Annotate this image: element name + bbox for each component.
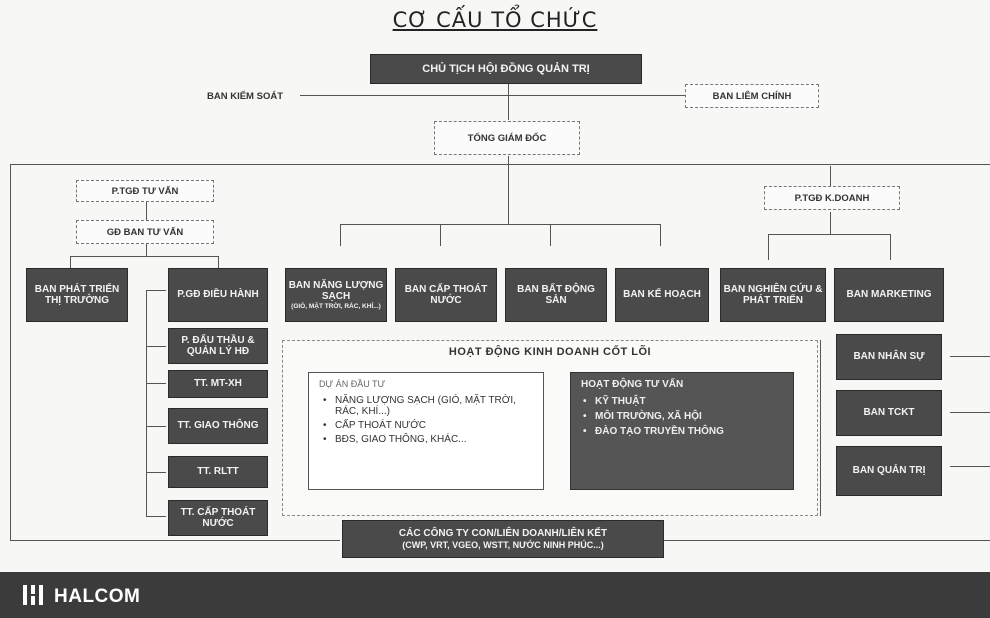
- connector-line: [70, 256, 218, 257]
- brand-name: HALCOM: [54, 586, 141, 607]
- consulting-item: MÔI TRƯỜNG, XÃ HỘI: [583, 411, 783, 422]
- connector-line: [300, 95, 685, 96]
- core-business-title: HOẠT ĐỘNG KINH DOANH CỐT LÕI: [448, 346, 652, 358]
- connector-line: [550, 224, 551, 246]
- connector-line: [10, 540, 340, 541]
- water-board-box: BAN CẤP THOÁT NƯỚC: [395, 268, 497, 322]
- connector-line: [664, 540, 990, 541]
- connector-line: [146, 200, 147, 220]
- clean-energy-label: BAN NĂNG LƯỢNG SẠCH: [288, 279, 384, 303]
- investment-item: CẤP THOÁT NƯỚC: [323, 420, 533, 431]
- deputy-consulting-box: P.TGĐ TƯ VẤN: [76, 180, 214, 202]
- deputy-business-box: P.TGĐ K.DOANH: [764, 186, 900, 210]
- env-center-box: TT. MT-XH: [168, 370, 268, 398]
- connector-line: [10, 164, 11, 540]
- connector-line: [340, 224, 660, 225]
- clean-energy-box: BAN NĂNG LƯỢNG SẠCH (GIÓ, MẶT TRỜI, RÁC,…: [285, 268, 387, 322]
- traffic-center-box: TT. GIAO THÔNG: [168, 408, 268, 444]
- investment-item: NĂNG LƯỢNG SẠCH (GIÓ, MẶT TRỜI, RÁC, KHÍ…: [323, 395, 533, 417]
- finance-box: BAN TCKT: [836, 390, 942, 436]
- market-development-box: BAN PHÁT TRIỂN THỊ TRƯỜNG: [26, 268, 128, 322]
- supervisory-board: BAN KIỂM SOÁT: [207, 90, 283, 102]
- page-title: CƠ CẤU TỔ CHỨC: [392, 8, 598, 32]
- connector-line: [768, 234, 769, 260]
- marketing-box: BAN MARKETING: [834, 268, 944, 322]
- connector-line: [340, 224, 341, 246]
- hr-box: BAN NHÂN SỰ: [836, 334, 942, 380]
- connector-line: [508, 80, 509, 120]
- connector-line: [660, 224, 661, 246]
- connector-line: [830, 212, 831, 234]
- consulting-activities-box: HOẠT ĐỘNG TƯ VẤN KỸ THUẬT MÔI TRƯỜNG, XÃ…: [570, 372, 794, 490]
- compliance-board: BAN LIÊM CHÍNH: [685, 84, 819, 108]
- connector-line: [70, 256, 71, 268]
- connector-line: [146, 426, 166, 427]
- connector-line: [146, 472, 166, 473]
- halcom-logo-icon: [22, 583, 44, 607]
- consulting-item: ĐÀO TẠO TRUYỀN THÔNG: [583, 426, 783, 437]
- connector-line: [508, 156, 509, 224]
- rltt-center-box: TT. RLTT: [168, 456, 268, 488]
- clean-energy-sub: (GIÓ, MẶT TRỜI, RÁC, KHÍ...): [291, 302, 381, 310]
- bidding-box: P. ĐẤU THẦU & QUẢN LÝ HĐ: [168, 328, 268, 364]
- subsidiaries-sub: (CWP, VRT, VGEO, WSTT, NƯỚC NINH PHÚC...…: [402, 539, 604, 550]
- water-center-box: TT. CẤP THOÁT NƯỚC: [168, 500, 268, 536]
- connector-line: [146, 383, 166, 384]
- connector-line: [146, 244, 147, 256]
- connector-line: [950, 356, 990, 357]
- connector-line: [146, 516, 166, 517]
- planning-box: BAN KẾ HOẠCH: [615, 268, 709, 322]
- connector-line: [146, 290, 166, 291]
- real-estate-box: BAN BẤT ĐỘNG SẢN: [505, 268, 607, 322]
- research-box: BAN NGHIÊN CỨU & PHÁT TRIỂN: [720, 268, 826, 322]
- connector-line: [830, 166, 831, 186]
- subsidiaries-box: CÁC CÔNG TY CON/LIÊN DOANH/LIÊN KẾT (CWP…: [342, 520, 664, 558]
- connector-line: [950, 412, 990, 413]
- connector-line: [950, 466, 990, 467]
- consulting-item: KỸ THUẬT: [583, 396, 783, 407]
- operations-director-box: P.GĐ ĐIỀU HÀNH: [168, 268, 268, 322]
- consulting-director-box: GĐ BAN TƯ VẤN: [76, 220, 214, 244]
- admin-box: BAN QUẢN TRỊ: [836, 446, 942, 496]
- ceo-box: TỔNG GIÁM ĐỐC: [434, 121, 580, 155]
- consulting-heading: HOẠT ĐỘNG TƯ VẤN: [581, 379, 684, 390]
- connector-line: [146, 346, 166, 347]
- footer-bar: [0, 572, 990, 618]
- investment-projects-box: DỰ ÁN ĐẦU TƯ NĂNG LƯỢNG SẠCH (GIÓ, MẶT T…: [308, 372, 544, 490]
- connector-line: [440, 224, 441, 246]
- connector-line: [10, 164, 990, 165]
- connector-line: [768, 234, 890, 235]
- connector-line: [146, 290, 147, 516]
- connector-line: [890, 234, 891, 260]
- chairman-box: CHỦ TỊCH HỘI ĐỒNG QUẢN TRỊ: [370, 54, 642, 84]
- connector-line: [218, 256, 219, 268]
- connector-line: [820, 340, 821, 516]
- investment-heading: DỰ ÁN ĐẦU TƯ: [319, 379, 386, 389]
- investment-item: BĐS, GIAO THÔNG, KHÁC...: [323, 434, 533, 445]
- subsidiaries-label: CÁC CÔNG TY CON/LIÊN DOANH/LIÊN KẾT: [398, 528, 608, 540]
